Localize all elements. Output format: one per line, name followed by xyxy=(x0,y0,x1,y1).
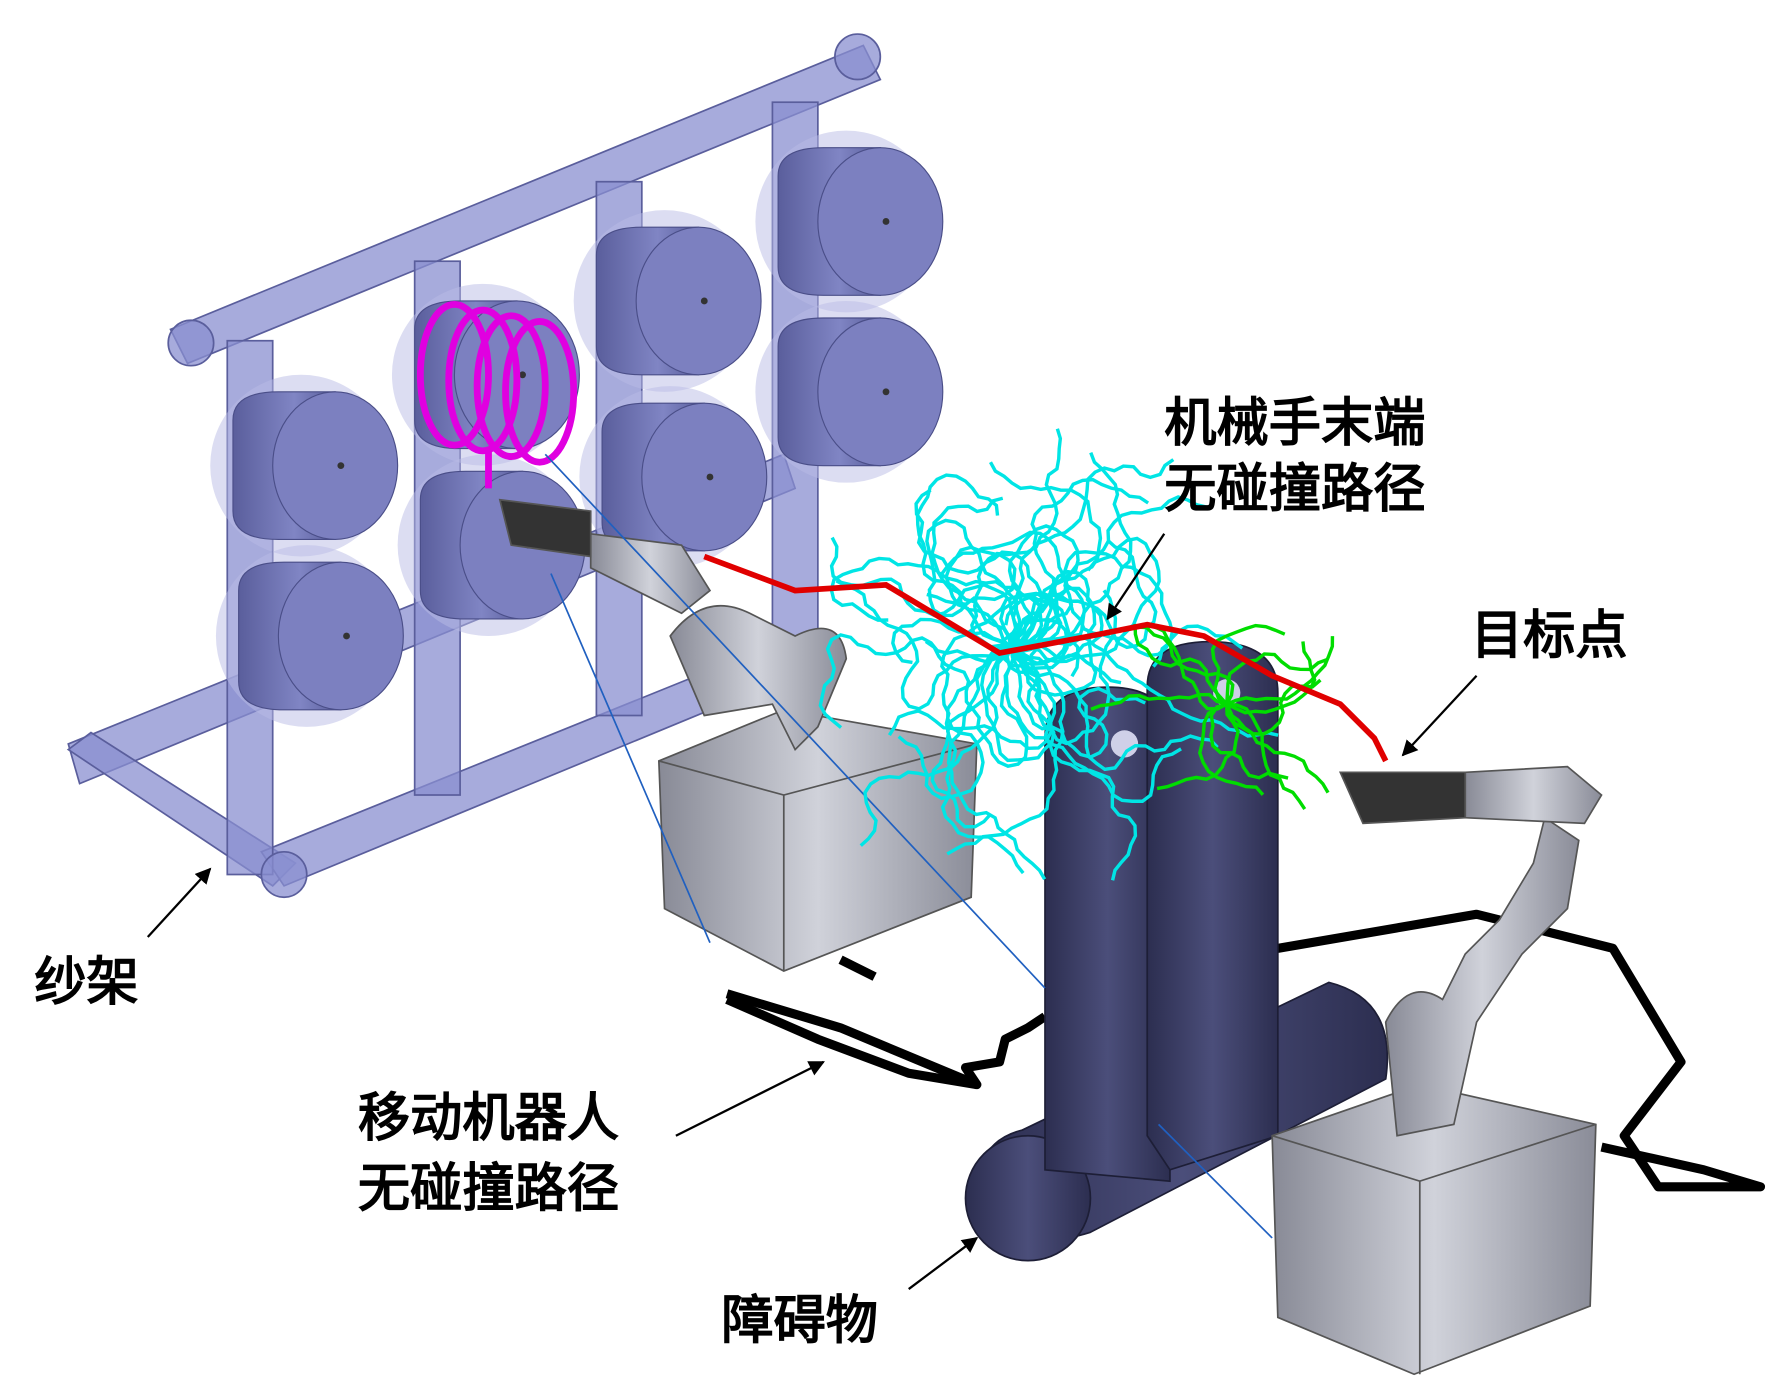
bobbin xyxy=(215,545,404,727)
annotation-arrows xyxy=(146,533,1478,1290)
obstacle xyxy=(964,640,1389,1262)
alt-path xyxy=(1136,625,1235,705)
alt-path xyxy=(1090,692,1228,711)
alt-path xyxy=(1133,623,1228,706)
label-robot-path-line2: 无碰撞路径 xyxy=(358,1158,619,1219)
tree-branch xyxy=(859,646,1013,847)
tree-branch xyxy=(829,556,1013,648)
tree-branch xyxy=(891,591,1063,665)
tree-branch xyxy=(924,640,1029,768)
mobile-robot-goal xyxy=(1271,765,1603,1376)
tree-branch xyxy=(1004,646,1182,803)
tree-branch xyxy=(1010,536,1161,664)
tree-branch xyxy=(915,473,1013,649)
mobile-robot-start xyxy=(498,498,978,972)
alt-path xyxy=(1198,702,1265,796)
tree-branch xyxy=(930,630,1012,829)
bobbin xyxy=(755,130,944,313)
label-ee-path-line1: 机械手末端 xyxy=(1164,393,1425,454)
tree-branch xyxy=(1009,458,1175,648)
bobbin xyxy=(210,374,399,557)
tree-branch xyxy=(1010,550,1174,668)
tree-branch xyxy=(1010,569,1104,678)
tree-branch xyxy=(1010,632,1279,738)
tree-branch xyxy=(946,645,1047,881)
alt-path xyxy=(1225,641,1317,715)
bobbin xyxy=(573,210,762,392)
tree-branch xyxy=(1009,646,1219,772)
alt-path xyxy=(1209,702,1289,780)
tree-branch xyxy=(897,646,1013,801)
alt-path xyxy=(1225,703,1330,794)
ee-path-final xyxy=(703,553,1389,763)
tree-branch xyxy=(818,633,1013,729)
tree-branch xyxy=(914,488,1054,649)
tree-branch xyxy=(930,496,1044,649)
bobbin xyxy=(755,300,944,483)
alt-path xyxy=(1210,623,1286,706)
projection-lines xyxy=(544,453,1273,1239)
tree-branch xyxy=(999,495,1208,648)
label-target: 目标点 xyxy=(1471,605,1628,666)
alt-path xyxy=(1156,704,1240,791)
label-ee-path-line2: 无碰撞路径 xyxy=(1164,459,1425,520)
ee-path-random-tree xyxy=(818,428,1279,881)
label-obstacle: 障碍物 xyxy=(721,1290,878,1351)
tree-branch xyxy=(970,428,1063,650)
tree-branch xyxy=(835,579,1012,711)
label-creel: 纱架 xyxy=(34,951,138,1012)
tree-branch xyxy=(1010,589,1118,746)
ee-path-alternatives xyxy=(1090,622,1335,811)
target-bobbin-highlight xyxy=(416,300,578,489)
label-robot-path-line1: 移动机器人 xyxy=(358,1088,619,1149)
